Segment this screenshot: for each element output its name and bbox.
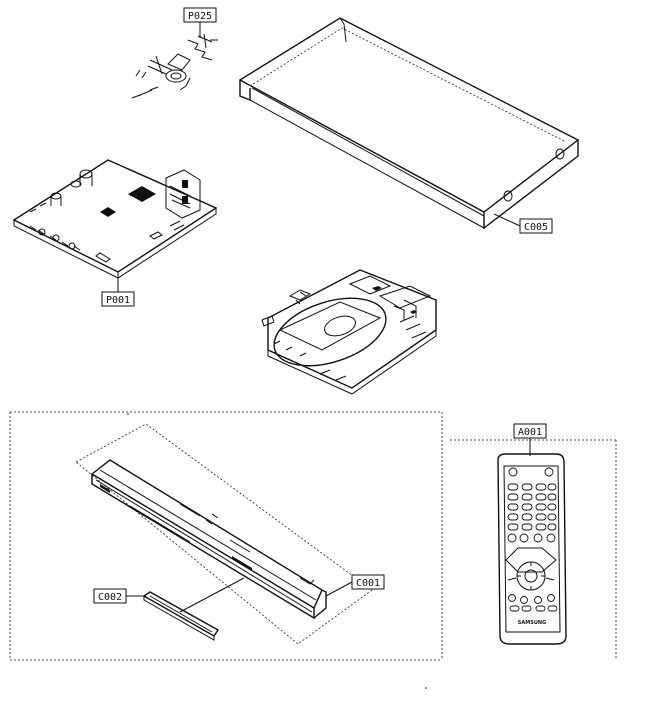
- callout-c001: C001: [325, 574, 385, 597]
- callout-p001-label: P001: [106, 295, 130, 306]
- callout-c001-label: C001: [356, 578, 380, 589]
- callout-p025-label: P025: [188, 11, 212, 22]
- part-p001-main-pcb: [12, 159, 218, 279]
- remote-brand-logo: SAMSUNG: [518, 620, 546, 626]
- part-c001-front-panel: [75, 423, 373, 645]
- callout-c002-label: C002: [98, 592, 122, 603]
- part-c005-top-cover: [238, 17, 580, 230]
- callout-c005: C005: [493, 213, 553, 234]
- section-dividers: [9, 411, 617, 661]
- callout-p001: P001: [101, 272, 135, 307]
- callout-c002: C002: [93, 588, 146, 604]
- part-dvd-deck-mechanism: [261, 269, 437, 395]
- callout-a001: A001: [513, 423, 547, 456]
- part-a001-remote-control: SAMSUNG: [497, 453, 567, 645]
- remote-navigation-pad: [505, 547, 557, 591]
- scan-marks: [127, 413, 427, 689]
- remote-number-buttons: [507, 483, 557, 531]
- part-p025-screws: [131, 22, 218, 99]
- part-c002-bracket: [142, 577, 245, 641]
- callout-c005-label: C005: [524, 222, 548, 233]
- remote-playback-buttons: [507, 533, 556, 543]
- callout-a001-label: A001: [518, 427, 542, 438]
- remote-bottom-buttons: [508, 594, 558, 612]
- callout-p025: P025: [183, 7, 217, 23]
